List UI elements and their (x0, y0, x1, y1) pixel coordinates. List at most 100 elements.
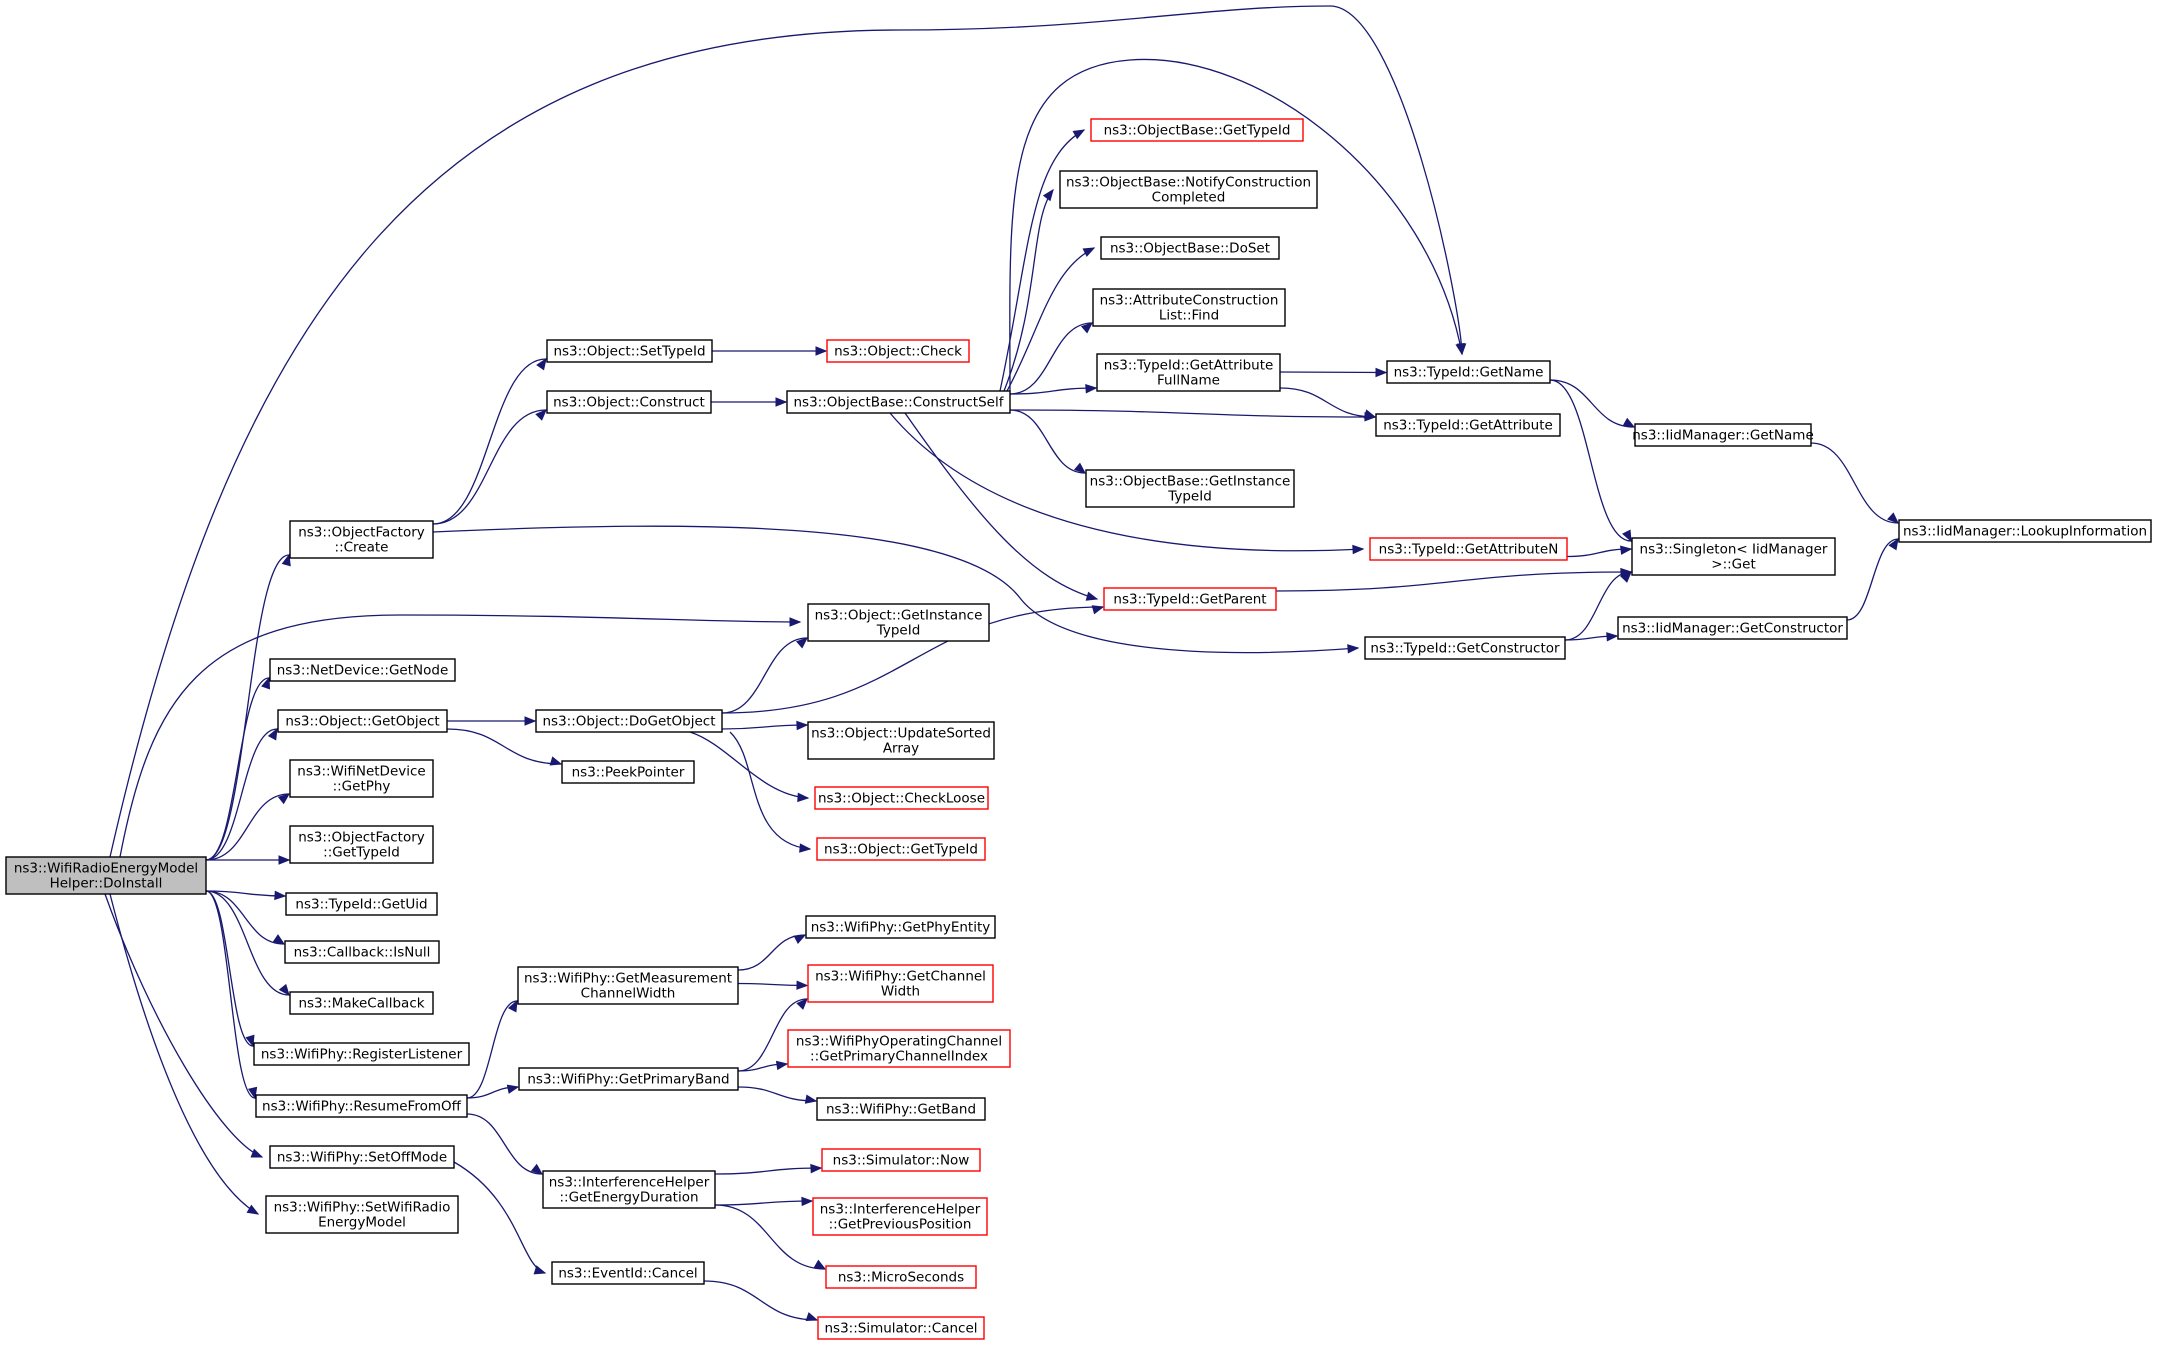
node-TI_GetAttributeN[interactable]: ns3::TypeId::GetAttributeN (1369, 537, 1568, 561)
node-box[interactable] (551, 1261, 705, 1285)
node-box[interactable] (817, 1316, 985, 1340)
node-WND_GetPhy[interactable]: ns3::WifiNetDevice::GetPhy (289, 759, 434, 798)
node-box[interactable] (786, 390, 1011, 414)
node-box[interactable] (517, 966, 739, 1005)
node-OB_DoSet[interactable]: ns3::ObjectBase::DoSet (1100, 236, 1280, 260)
node-OB_GetTypeId[interactable]: ns3::ObjectBase::GetTypeId (1090, 118, 1304, 142)
node-box[interactable] (1369, 537, 1568, 561)
node-box[interactable] (816, 837, 986, 861)
node-box[interactable] (277, 709, 448, 733)
node-box[interactable] (1085, 469, 1295, 508)
node-box[interactable] (1090, 118, 1304, 142)
node-OF_GetTypeId[interactable]: ns3::ObjectFactory::GetTypeId (289, 825, 434, 864)
node-box[interactable] (1375, 413, 1561, 437)
node-box[interactable] (826, 339, 970, 363)
node-Sim_Cancel[interactable]: ns3::Simulator::Cancel (817, 1316, 985, 1340)
node-box[interactable] (289, 825, 434, 864)
node-box[interactable] (787, 1029, 1011, 1068)
node-box[interactable] (253, 1042, 470, 1066)
node-box[interactable] (284, 940, 440, 964)
node-WP_GetPhyEntity[interactable]: ns3::WifiPhy::GetPhyEntity (805, 915, 996, 939)
node-EI_Cancel[interactable]: ns3::EventId::Cancel (551, 1261, 705, 1285)
node-CB_IsNull[interactable]: ns3::Callback::IsNull (284, 940, 440, 964)
node-WP_GetBand[interactable]: ns3::WifiPhy::GetBand (816, 1097, 986, 1121)
node-box[interactable] (1100, 236, 1280, 260)
node-Obj_CheckLoose[interactable]: ns3::Object::CheckLoose (814, 786, 989, 810)
node-box[interactable] (546, 390, 712, 414)
node-Obj_Check[interactable]: ns3::Object::Check (826, 339, 970, 363)
node-WP_RegisterListener[interactable]: ns3::WifiPhy::RegisterListener (253, 1042, 470, 1066)
node-IH_GetPrevPos[interactable]: ns3::InterferenceHelper::GetPreviousPosi… (812, 1197, 988, 1236)
node-box[interactable] (255, 1094, 468, 1118)
node-OB_NotifyCC[interactable]: ns3::ObjectBase::NotifyConstructionCompl… (1059, 170, 1318, 209)
node-box[interactable] (816, 1097, 986, 1121)
node-box[interactable] (1631, 537, 1836, 576)
node-box[interactable] (542, 1170, 716, 1209)
node-MakeCallback[interactable]: ns3::MakeCallback (289, 991, 434, 1015)
node-Obj_DoGetObject[interactable]: ns3::Object::DoGetObject (535, 709, 723, 733)
node-Sim_Now[interactable]: ns3::Simulator::Now (821, 1148, 981, 1172)
node-box[interactable] (821, 1148, 981, 1172)
node-box[interactable] (1386, 360, 1551, 384)
node-box[interactable] (561, 760, 695, 784)
node-box[interactable] (1898, 519, 2152, 543)
node-box[interactable] (807, 721, 995, 760)
node-TI_GetName[interactable]: ns3::TypeId::GetName (1386, 360, 1551, 384)
node-IM_GetConstructor[interactable]: ns3::IidManager::GetConstructor (1617, 616, 1848, 640)
node-IM_Lookup[interactable]: ns3::IidManager::LookupInformation (1898, 519, 2152, 543)
node-MicroSeconds[interactable]: ns3::MicroSeconds (825, 1265, 977, 1289)
node-box[interactable] (518, 1067, 739, 1091)
node-box[interactable] (1092, 288, 1286, 327)
node-box[interactable] (1617, 616, 1848, 640)
node-TI_GetUid[interactable]: ns3::TypeId::GetUid (285, 892, 438, 916)
node-Obj_GetObject[interactable]: ns3::Object::GetObject (277, 709, 448, 733)
node-Obj_SetTypeId[interactable]: ns3::Object::SetTypeId (546, 339, 713, 363)
node-TI_GetConstructor[interactable]: ns3::TypeId::GetConstructor (1364, 636, 1566, 660)
node-PeekPointer[interactable]: ns3::PeekPointer (561, 760, 695, 784)
node-WP_ResumeFromOff[interactable]: ns3::WifiPhy::ResumeFromOff (255, 1094, 468, 1118)
node-Obj_Construct[interactable]: ns3::Object::Construct (546, 390, 712, 414)
node-box[interactable] (265, 1195, 459, 1234)
node-box[interactable] (289, 520, 434, 559)
node-box[interactable] (535, 709, 723, 733)
node-box[interactable] (807, 603, 990, 642)
node-IH_GetEnergyDuration[interactable]: ns3::InterferenceHelper::GetEnergyDurati… (542, 1170, 716, 1209)
node-box[interactable] (1103, 587, 1277, 611)
node-box[interactable] (285, 892, 438, 916)
node-box[interactable] (1059, 170, 1318, 209)
node-box[interactable] (825, 1265, 977, 1289)
node-box[interactable] (807, 964, 994, 1003)
node-IM_GetName[interactable]: ns3::IidManager::GetName (1632, 423, 1814, 447)
node-box[interactable] (5, 856, 207, 895)
node-OB_ConstructSelf[interactable]: ns3::ObjectBase::ConstructSelf (786, 390, 1011, 414)
node-box[interactable] (812, 1197, 988, 1236)
node-OF_Create[interactable]: ns3::ObjectFactory::Create (289, 520, 434, 559)
node-box[interactable] (1364, 636, 1566, 660)
node-box[interactable] (805, 915, 996, 939)
node-WPOC_GetPCI[interactable]: ns3::WifiPhyOperatingChannel::GetPrimary… (787, 1029, 1011, 1068)
node-DoInstall[interactable]: ns3::WifiRadioEnergyModelHelper::DoInsta… (5, 856, 207, 895)
node-box[interactable] (814, 786, 989, 810)
node-box[interactable] (1634, 423, 1812, 447)
node-WP_GetPrimaryBand[interactable]: ns3::WifiPhy::GetPrimaryBand (518, 1067, 739, 1091)
node-box[interactable] (1096, 353, 1281, 392)
node-box[interactable] (269, 1145, 455, 1169)
node-box[interactable] (269, 658, 456, 682)
node-TI_GetAttribute[interactable]: ns3::TypeId::GetAttribute (1375, 413, 1561, 437)
node-box[interactable] (546, 339, 713, 363)
node-box[interactable] (289, 759, 434, 798)
node-TI_GetParent[interactable]: ns3::TypeId::GetParent (1103, 587, 1277, 611)
node-box[interactable] (289, 991, 434, 1015)
node-WP_SetOffMode[interactable]: ns3::WifiPhy::SetOffMode (269, 1145, 455, 1169)
node-Singleton_Get[interactable]: ns3::Singleton< IidManager >::Get (1631, 537, 1836, 576)
node-ND_GetNode[interactable]: ns3::NetDevice::GetNode (269, 658, 456, 682)
node-Obj_GetTypeId[interactable]: ns3::Object::GetTypeId (816, 837, 986, 861)
